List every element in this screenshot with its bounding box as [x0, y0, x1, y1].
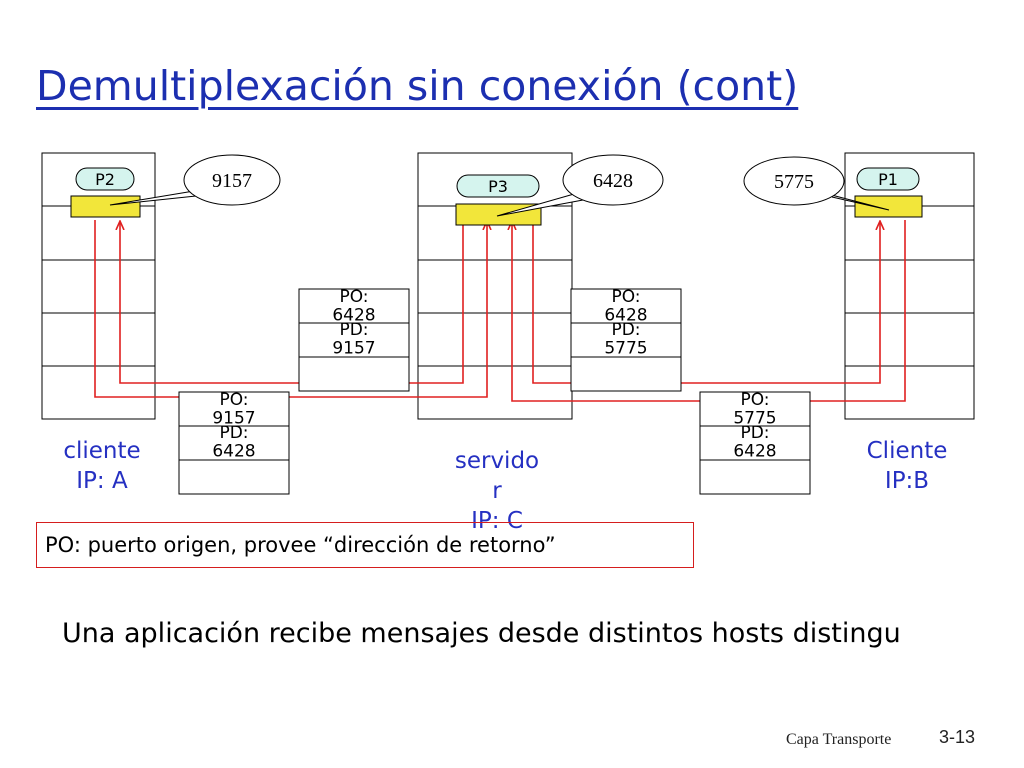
- slide-number: 3-13: [939, 727, 976, 747]
- process-label-p3: P3: [488, 177, 508, 196]
- host-stack-client-b: [844, 152, 975, 420]
- segment-po-label: PO:9157: [212, 390, 255, 429]
- arrow-path-c-to-b: [532, 220, 880, 384]
- segment-pd-label: PD:5775: [604, 320, 647, 359]
- segment-b-to-server: PO:5775 PD:6428: [699, 390, 811, 495]
- process-bubble-p3: P3: [456, 174, 540, 198]
- arrow-path-c-to-a: [120, 220, 464, 384]
- segment-po-label: PO:6428: [604, 287, 647, 326]
- summary-message: Una aplicación recibe mensajes desde dis…: [62, 618, 901, 649]
- source-port-note: PO: puerto origen, provee “dirección de …: [36, 522, 694, 568]
- host-label-client-b: Cliente IP:B: [852, 436, 962, 496]
- host-label-line: IP:B: [884, 468, 930, 494]
- process-label-p2: P2: [95, 170, 115, 189]
- arrow-path-a-to-c: [94, 220, 487, 398]
- host-label-line: cliente: [63, 438, 141, 464]
- host-label-client-a: cliente IP: A: [52, 436, 152, 496]
- segment-pd-label: PD:9157: [332, 320, 375, 359]
- slide-title: Demultiplexación sin conexión (cont): [36, 62, 799, 110]
- segment-pd-label: PD:6428: [212, 423, 255, 462]
- host-stack-client-a: [41, 152, 156, 420]
- host-label-line: IP: C: [471, 508, 523, 534]
- segment-server-to-a: PO:6428 PD:9157: [298, 287, 410, 392]
- host-label-line: IP: A: [76, 468, 128, 494]
- process-bubble-p2: P2: [75, 167, 135, 191]
- port-label-5775: 5775: [774, 171, 814, 193]
- segment-po-label: PO:5775: [733, 390, 776, 429]
- port-callout-6428: 6428: [496, 154, 664, 217]
- segment-pd-label: PD:6428: [733, 423, 776, 462]
- host-label-line: servido: [454, 448, 540, 474]
- socket-client-b: [854, 195, 923, 218]
- segment-po-label: PO:6428: [332, 287, 375, 326]
- port-label-9157: 9157: [212, 170, 252, 192]
- port-callout-9157: 9157: [109, 154, 281, 206]
- footer-label: Capa Transporte: [786, 731, 892, 748]
- host-label-line: r: [492, 478, 502, 504]
- segment-server-to-b: PO:6428 PD:5775: [570, 287, 682, 392]
- port-callout-5775: 5775: [743, 156, 890, 211]
- process-bubble-p1: P1: [856, 167, 920, 191]
- host-label-server-c: servido r IP: C: [437, 446, 557, 536]
- socket-client-a: [70, 195, 141, 218]
- segment-a-to-server: PO:9157 PD:6428: [178, 390, 290, 495]
- process-label-p1: P1: [878, 170, 898, 189]
- port-label-6428: 6428: [593, 170, 633, 192]
- host-label-line: Cliente: [866, 438, 948, 464]
